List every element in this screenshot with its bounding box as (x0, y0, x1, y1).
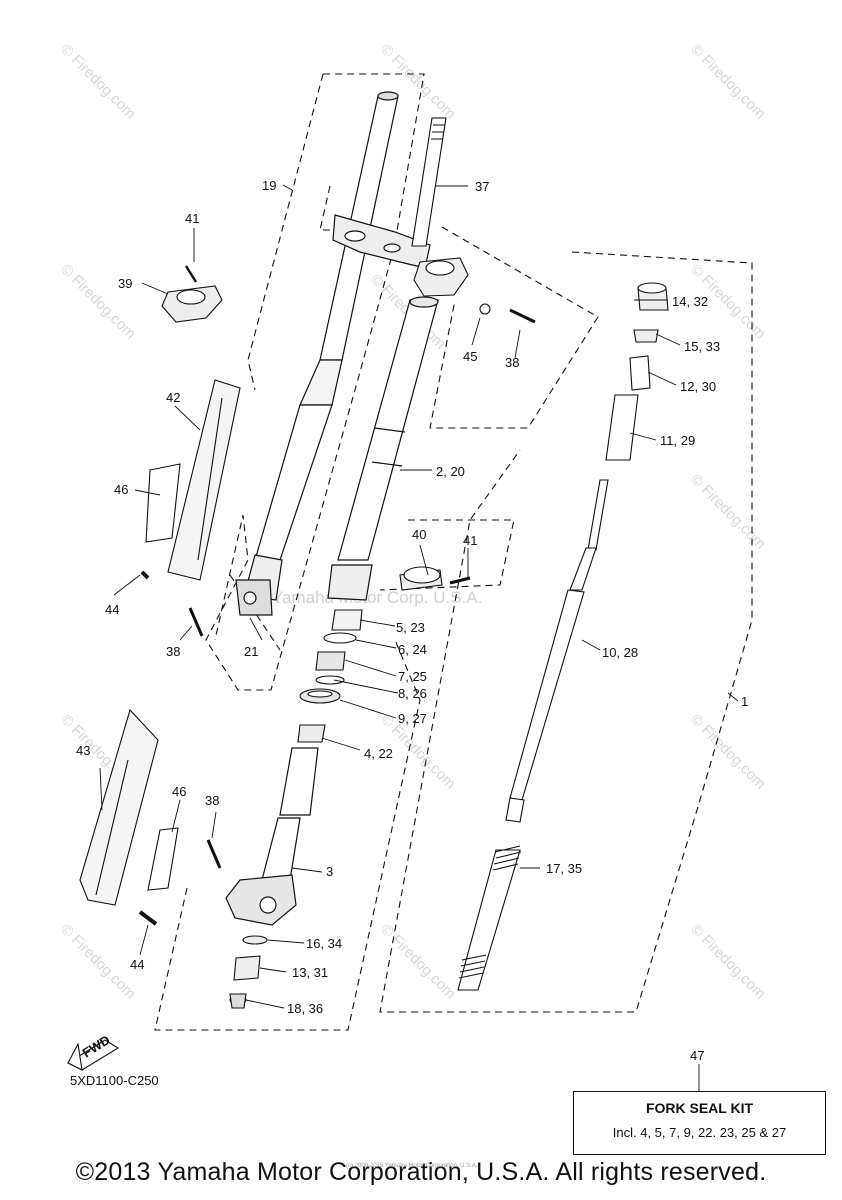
fork-guard-upper (145, 379, 241, 581)
tiny-copyright: (c) 2000-2015 Yamaha Motor Corporation, … (346, 1163, 478, 1169)
callout-44-lower: 44 (130, 957, 144, 972)
callout-41-top: 41 (185, 211, 199, 226)
callout-1: 1 (741, 694, 748, 709)
watermark-text: © Firedog.com (57, 261, 139, 343)
copyright-footer: ©2013 Yamaha Motor Corporation, U.S.A. A… (75, 1158, 767, 1186)
watermark-text: © Firedog.com (687, 711, 769, 793)
callout-14-32: 14, 32 (672, 294, 708, 309)
diagram-code: 5XD1100-C250 (70, 1073, 159, 1088)
leader-lines (99, 184, 739, 1091)
callout-46-lower: 46 (172, 784, 186, 799)
watermark-text: © Firedog.com (687, 921, 769, 1003)
callout-7-25: 7, 25 (398, 669, 427, 684)
handlebar-holder-right (413, 257, 536, 324)
callout-15-33: 15, 33 (684, 339, 720, 354)
callout-38-left: 38 (166, 644, 180, 659)
kit-description: Incl. 4, 5, 7, 9, 22. 23, 25 & 27 (612, 1125, 787, 1140)
lower-fork-tube (225, 747, 319, 926)
bolt (138, 910, 158, 926)
seal-stack (297, 609, 363, 743)
callout-47: 47 (690, 1048, 704, 1063)
fork-guard-lower (79, 708, 179, 906)
callout-12-30: 12, 30 (680, 379, 716, 394)
callout-3: 3 (326, 864, 333, 879)
callout-4-22: 4, 22 (364, 746, 393, 761)
callout-2-20: 2, 20 (436, 464, 465, 479)
watermark-text: © Firedog.com (687, 471, 769, 553)
callout-21: 21 (244, 644, 258, 659)
callout-labels: 1 2, 20 3 4, 22 5, 23 6, 24 7, 25 8, 26 … (76, 178, 748, 1063)
fork-guard-clamp (399, 566, 471, 591)
callout-40: 40 (412, 527, 426, 542)
callout-41-clamp: 41 (463, 533, 477, 548)
lower-small-parts (229, 935, 268, 1009)
callout-9-27: 9, 27 (398, 711, 427, 726)
kit-title: FORK SEAL KIT (645, 1100, 754, 1116)
inner-fork-tube (327, 296, 439, 601)
fork-cap-parts (605, 282, 669, 461)
watermark-text: © Firedog.com (57, 41, 139, 123)
damper-rod (505, 479, 609, 823)
callout-42: 42 (166, 390, 180, 405)
callout-39: 39 (118, 276, 132, 291)
callout-46-upper: 46 (114, 482, 128, 497)
boundary-lower (154, 639, 421, 1031)
callout-5-23: 5, 23 (396, 620, 425, 635)
callout-38-lower: 38 (205, 793, 219, 808)
dashed-boundaries (154, 73, 753, 1031)
callout-45: 45 (463, 349, 477, 364)
upper-triple-clamp (332, 214, 431, 269)
bolt (206, 839, 222, 869)
callout-18-36: 18, 36 (287, 1001, 323, 1016)
drawing (66, 73, 753, 1091)
callout-8-26: 8, 26 (398, 686, 427, 701)
center-watermark: © Yamaha Motor Corp. U.S.A. (255, 588, 482, 607)
bolt (188, 607, 204, 637)
bolt (140, 570, 150, 580)
callout-19: 19 (262, 178, 276, 193)
watermark-text: © Firedog.com (687, 41, 769, 123)
steering-stem (411, 117, 447, 247)
dashed-lead (319, 185, 360, 231)
boundary-outer-tube (205, 73, 425, 691)
boundary-clamp (379, 519, 515, 591)
callout-43: 43 (76, 743, 90, 758)
fork-spring (457, 845, 522, 991)
callout-37: 37 (475, 179, 489, 194)
callout-13-31: 13, 31 (292, 965, 328, 980)
callout-11-29: 11, 29 (660, 433, 695, 448)
boundary-bracket (429, 226, 599, 429)
callout-38-top: 38 (505, 355, 519, 370)
fork-seal-kit-box: FORK SEAL KIT Incl. 4, 5, 7, 9, 22. 23, … (573, 1091, 826, 1155)
callout-6-24: 6, 24 (398, 642, 427, 657)
callout-16-34: 16, 34 (306, 936, 342, 951)
callout-17-35: 17, 35 (546, 861, 582, 876)
watermark-text: © Firedog.com (57, 921, 139, 1003)
callout-44-upper: 44 (105, 602, 119, 617)
forward-arrow-icon (66, 1039, 120, 1071)
callout-10-28: 10, 28 (602, 645, 638, 660)
handlebar-holder-left (161, 265, 223, 323)
